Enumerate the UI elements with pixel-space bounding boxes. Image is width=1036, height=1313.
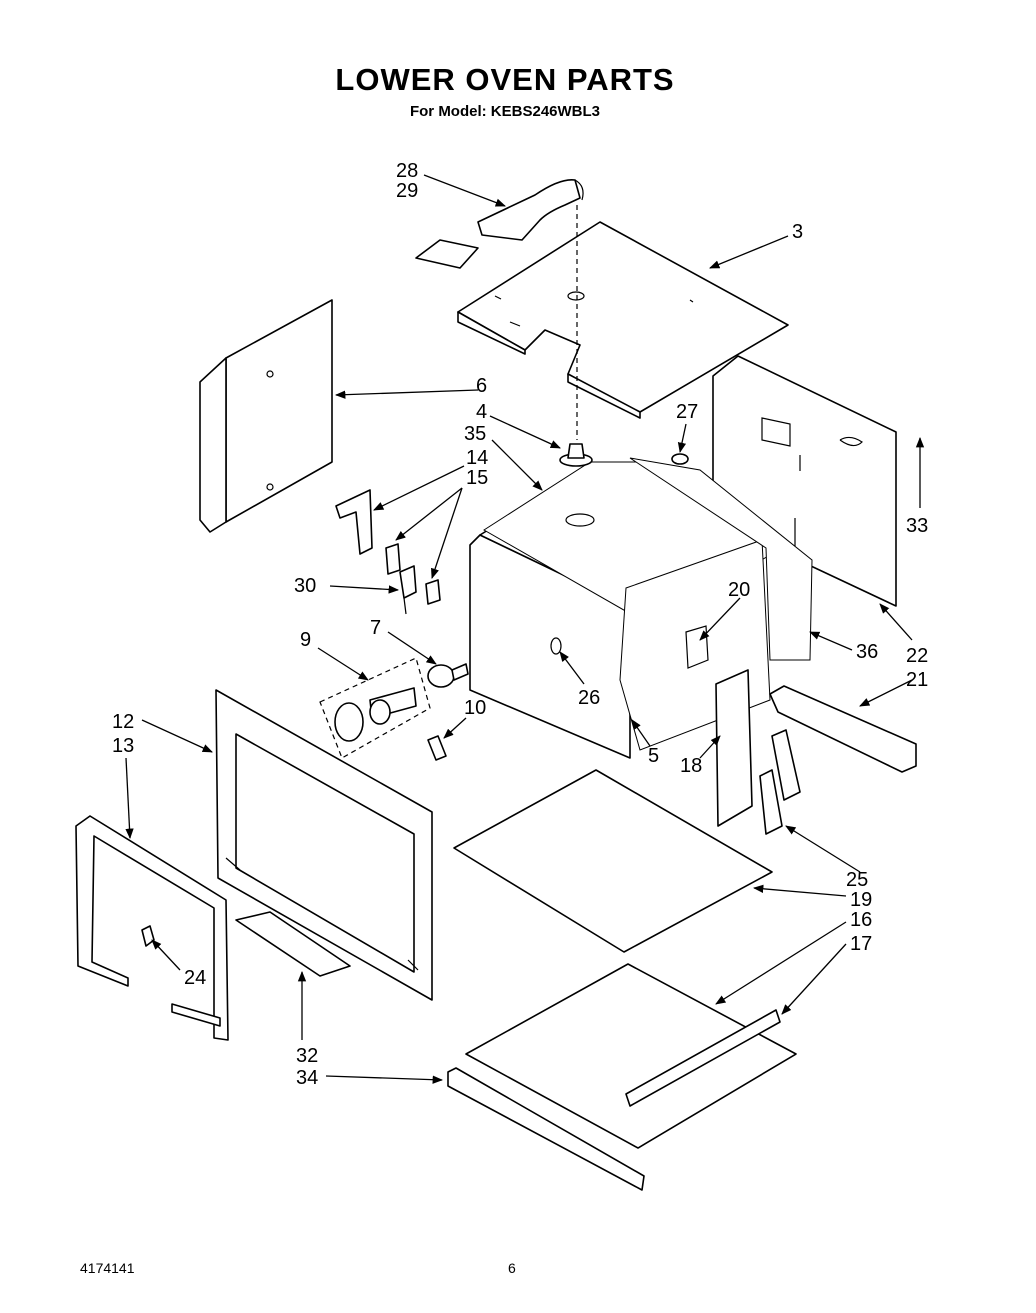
vent-grommet-part	[559, 443, 593, 467]
tray-16-17-part	[465, 963, 797, 1149]
callout-36: 36	[856, 641, 878, 663]
clip-10-part	[427, 735, 447, 761]
document-number: 4174141	[80, 1260, 135, 1276]
callout-34: 34	[296, 1067, 318, 1089]
kickplate-34-part	[447, 1067, 645, 1191]
callout-24: 24	[184, 967, 206, 989]
bracket-18-part	[715, 669, 753, 827]
callout-5: 5	[648, 745, 659, 767]
door-gasket-part	[75, 815, 229, 1041]
callout-13: 13	[112, 735, 134, 757]
callout-26: 26	[578, 687, 600, 709]
rail-21-part	[769, 685, 917, 773]
callout-30: 30	[294, 575, 316, 597]
oven-light-assembly-part	[319, 657, 431, 759]
model-subtitle: For Model: KEBS246WBL3	[409, 103, 601, 120]
callout-3: 3	[792, 221, 803, 243]
callout-labels: 28 29 3 6 4 35 27 14 15 33 30 20 7 9 36 …	[112, 160, 928, 1089]
side-panel-part	[199, 299, 333, 533]
callout-25: 25	[846, 869, 868, 891]
callout-6: 6	[476, 375, 487, 397]
callout-27: 27	[676, 401, 698, 423]
callout-16: 16	[850, 909, 872, 931]
callout-18: 18	[680, 755, 702, 777]
bracket-switch-parts	[335, 489, 441, 615]
top-panel-part	[457, 221, 789, 419]
callout-32: 32	[296, 1045, 318, 1067]
callout-29: 29	[396, 180, 418, 202]
callout-12: 12	[112, 711, 134, 733]
callout-35: 35	[464, 423, 486, 445]
callout-22: 22	[906, 645, 928, 667]
vent-duct-part	[415, 178, 584, 269]
callout-17: 17	[850, 933, 872, 955]
leader-lines	[125, 174, 925, 1084]
callout-4: 4	[476, 401, 487, 423]
trim-32-part	[235, 911, 351, 977]
light-bulb-part	[427, 663, 469, 688]
callout-28: 28	[396, 160, 418, 182]
callout-21: 21	[906, 669, 928, 691]
callout-20: 20	[728, 579, 750, 601]
plug-27-part	[671, 453, 689, 465]
front-frame-part	[215, 689, 433, 1001]
page-number: 6	[508, 1260, 516, 1276]
bottom-panel-part	[453, 769, 773, 953]
callout-14: 14	[466, 447, 488, 469]
callout-7: 7	[370, 617, 381, 639]
callout-19: 19	[850, 889, 872, 911]
callout-10: 10	[464, 697, 486, 719]
callout-33: 33	[906, 515, 928, 537]
clip-24-part	[141, 925, 155, 947]
callout-15: 15	[466, 467, 488, 489]
hinge-25-part	[759, 729, 801, 835]
callout-9: 9	[300, 629, 311, 651]
page-title: LOWER OVEN PARTS	[335, 62, 675, 97]
